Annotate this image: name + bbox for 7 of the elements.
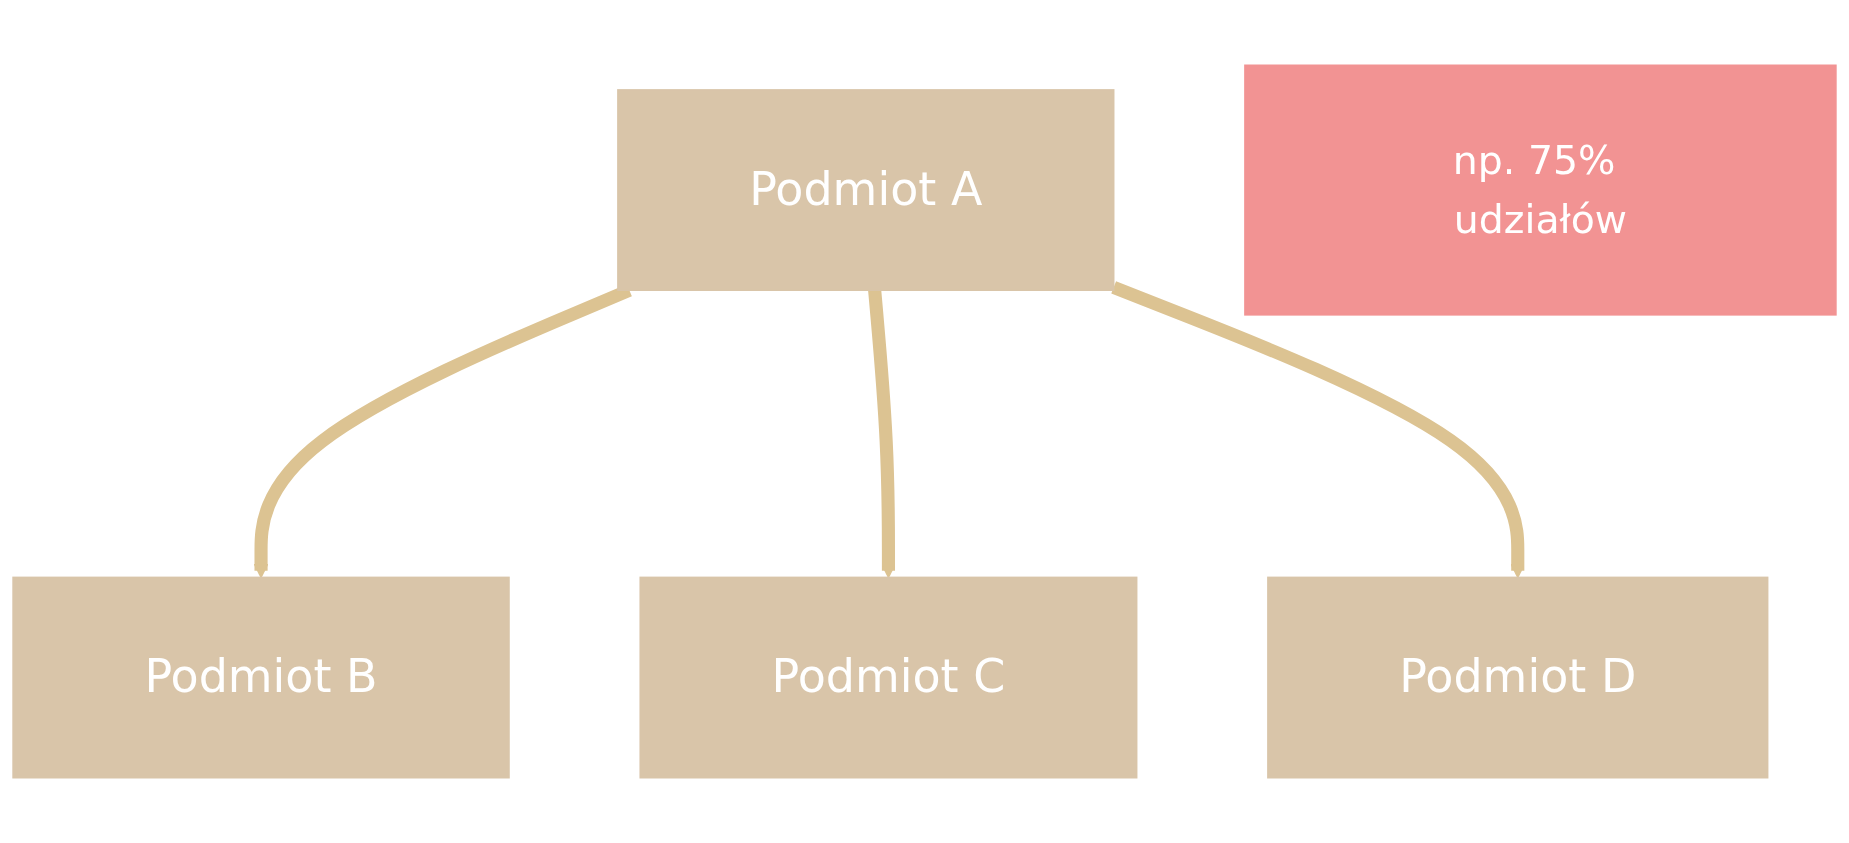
node-box: Podmiot A: [617, 89, 1115, 291]
arrow: [1111, 281, 1525, 579]
node-box: np. 75% udziałów: [1244, 64, 1837, 316]
node-box: Podmiot D: [1267, 576, 1769, 779]
arrow: [868, 289, 896, 579]
node-box: Podmiot C: [639, 576, 1138, 779]
node-box: Podmiot B: [12, 576, 510, 779]
